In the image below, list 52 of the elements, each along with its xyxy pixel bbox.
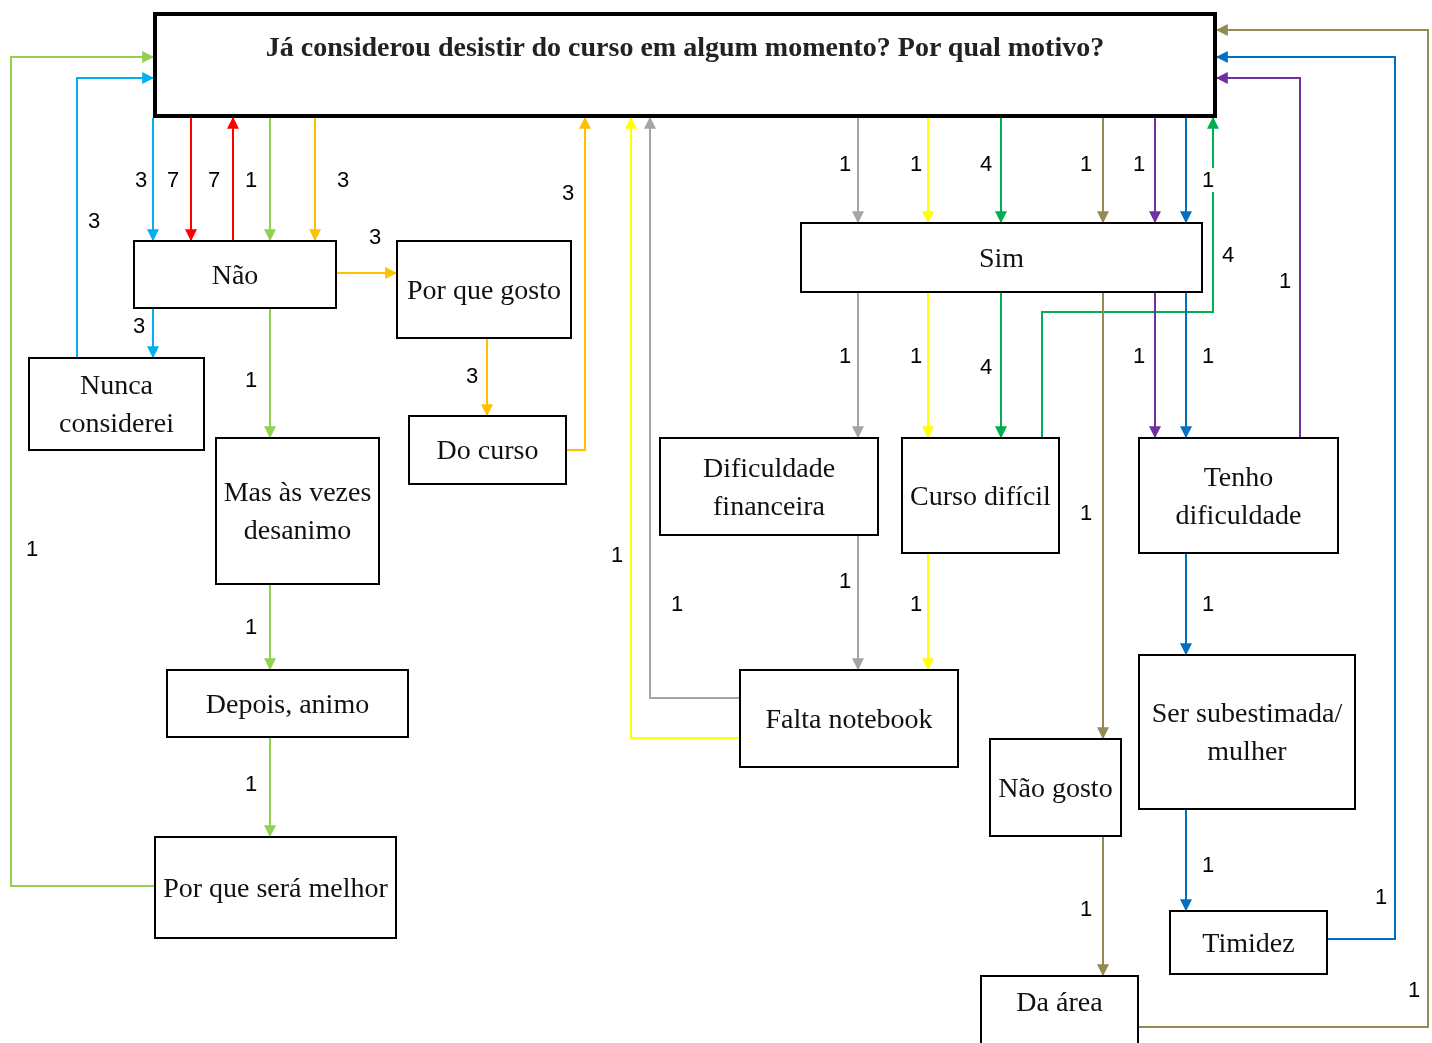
arrow <box>185 117 197 242</box>
arrow <box>1041 116 1219 438</box>
arrow <box>264 308 276 439</box>
arrow <box>1149 292 1161 439</box>
arrow <box>922 117 934 224</box>
arrow <box>1180 292 1192 439</box>
arrow <box>566 116 591 451</box>
answer-text: Dificuldade financeira <box>701 450 837 523</box>
answer-text: Não gosto <box>998 770 1113 805</box>
arrow <box>264 584 276 671</box>
arrow <box>1180 809 1192 912</box>
answer-text: Nunca considerei <box>57 368 176 440</box>
arrow <box>227 116 239 241</box>
answer-text: Depois, animo <box>205 686 370 721</box>
arrow <box>76 72 155 358</box>
arrow <box>852 535 864 671</box>
answer-text: Ser subestimada/ mulher <box>1150 696 1344 768</box>
question-text: Já considerou desistir do curso em algum momento? Por qual motivo? <box>265 30 1105 64</box>
arrow <box>1180 117 1192 224</box>
arrow <box>995 117 1007 224</box>
answer-text: Curso difícil <box>910 478 1051 513</box>
arrow <box>995 292 1007 439</box>
arrow <box>852 292 864 439</box>
arrow <box>264 117 276 242</box>
arrow <box>1149 117 1161 224</box>
answer-text: Timidez <box>1202 925 1295 960</box>
answer-text: Do curso <box>436 433 539 468</box>
arrow <box>264 737 276 838</box>
arrow <box>481 338 493 417</box>
arrow <box>10 51 155 887</box>
answer-text: Mas às vezes desanimo <box>223 475 372 547</box>
arrow <box>309 117 321 242</box>
answer-text: Falta notebook <box>765 701 933 736</box>
arrow <box>147 308 159 359</box>
arrow <box>644 116 740 699</box>
answer-text: Não <box>211 257 259 292</box>
answer-text: Sim <box>978 240 1025 275</box>
answer-text: Tenho dificuldade <box>1174 459 1303 532</box>
arrow <box>1138 24 1429 1028</box>
answer-text: Da área <box>1016 985 1103 1019</box>
answer-text: Por que será melhor <box>163 870 388 905</box>
arrow <box>1097 292 1109 740</box>
arrow <box>625 116 740 739</box>
arrow <box>922 553 934 671</box>
arrow <box>336 267 398 279</box>
arrow <box>147 117 159 242</box>
answer-text: Por que gosto <box>407 272 561 307</box>
arrow <box>852 117 864 224</box>
arrow <box>922 292 934 439</box>
arrow <box>1097 836 1109 977</box>
arrow <box>1097 117 1109 224</box>
arrow <box>1180 553 1192 656</box>
